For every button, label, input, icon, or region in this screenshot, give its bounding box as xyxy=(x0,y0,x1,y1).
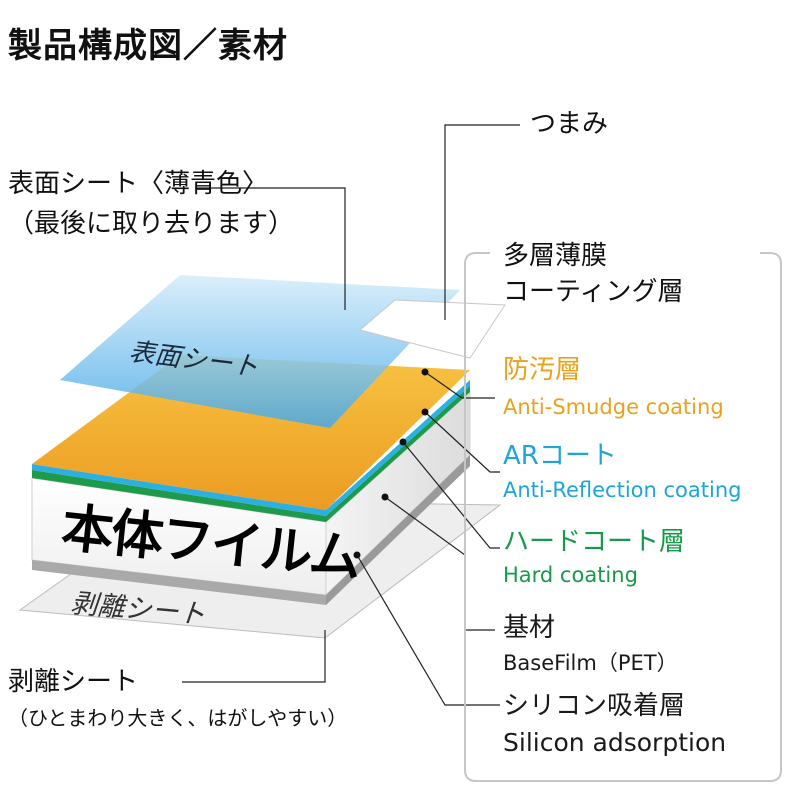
page-title: 製品構成図／素材 xyxy=(8,26,288,66)
surface-sheet-callout-line2: （最後に取り去ります） xyxy=(8,209,295,239)
leader-anti-smudge xyxy=(424,371,495,399)
hard-coat-edge xyxy=(32,470,326,522)
release-sheet-callout-line2: （ひとまわり大きく、はがしやすい） xyxy=(8,706,348,730)
multilayer-callout-line1: 多層薄膜 xyxy=(503,241,608,271)
leader-surface-sheet xyxy=(195,187,346,310)
leader-ar-coat xyxy=(424,411,500,473)
multilayer-callout-line2: コーティング層 xyxy=(503,277,684,307)
surface-sheet-callout-line1: 表面シート〈薄青色〉 xyxy=(8,169,269,199)
leader-hard-coat xyxy=(402,441,500,549)
leader-tab xyxy=(444,124,520,320)
anti-smudge-label-en: Anti-Smudge coating xyxy=(503,395,724,419)
ar-coat-edge-side xyxy=(326,380,470,516)
leader-silicon xyxy=(356,554,500,706)
tab-callout: つまみ xyxy=(530,109,609,139)
basefilm-label-en: BaseFilm（PET） xyxy=(503,651,678,675)
surface-sheet xyxy=(60,275,460,428)
silicon-layer-side xyxy=(326,455,470,605)
leader-release-sheet xyxy=(182,630,326,683)
multilayer-bracket xyxy=(464,252,782,782)
ar-coat-label-jp: ARコート xyxy=(503,441,617,471)
anti-smudge-label-jp: 防汚層 xyxy=(503,355,582,385)
silicon-label-en: Silicon adsorption xyxy=(503,728,727,757)
ar-coat-edge xyxy=(32,464,326,516)
ar-coat-label-en: Anti-Reflection coating xyxy=(503,478,742,502)
hard-coat-label-en: Hard coating xyxy=(503,563,638,587)
silicon-label-jp: シリコン吸着層 xyxy=(503,691,686,721)
hard-coat-label-jp: ハードコート層 xyxy=(503,527,686,557)
release-sheet-callout-line1: 剥離シート xyxy=(8,667,139,697)
tab xyxy=(358,299,506,359)
silicon-layer-front xyxy=(32,560,326,605)
basefilm-label-jp: 基材 xyxy=(503,613,556,643)
